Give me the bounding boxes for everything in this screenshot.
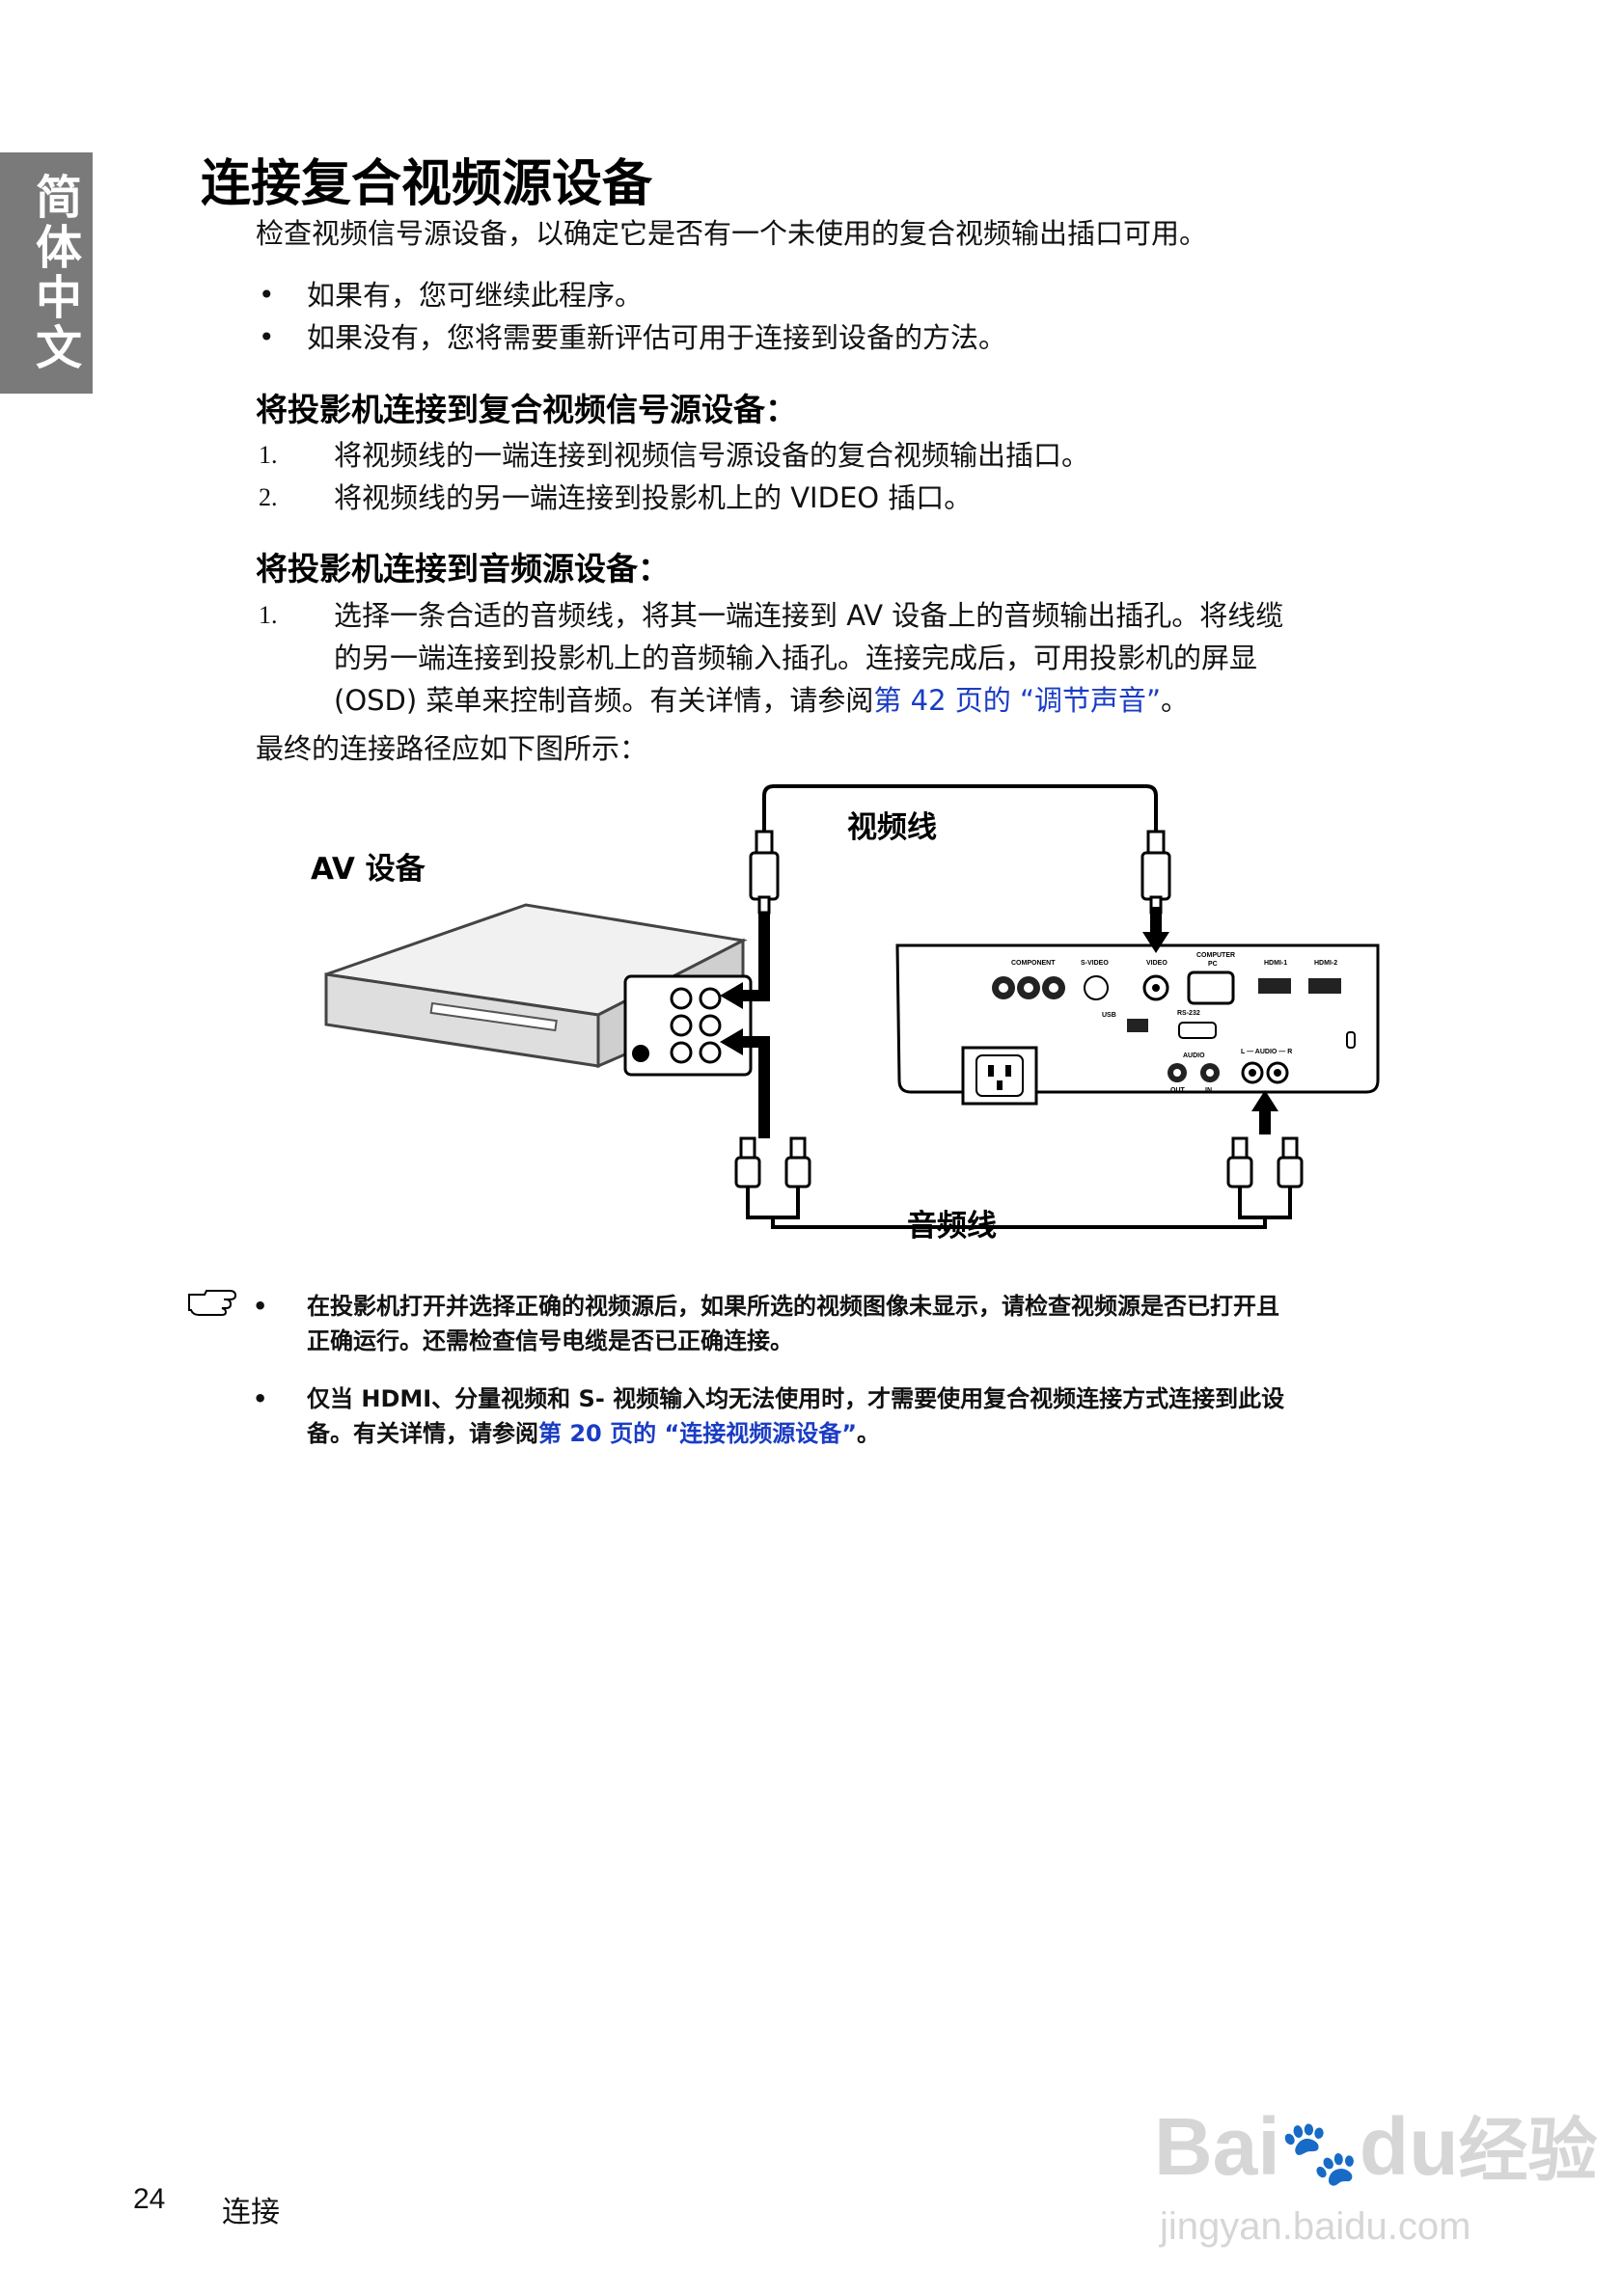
projector-rear-panel: COMPONENT S-VIDEO VIDEO COMPUTER PC HDMI… (895, 943, 1380, 1106)
step-text-post: 。 (1161, 684, 1190, 717)
page-number: 24 (133, 2183, 166, 2215)
audio-plugs-left (734, 1136, 811, 1189)
intro-text: 检查视频信号源设备，以确定它是否有一个未使用的复合视频输出插口可用。 (256, 217, 1208, 250)
section-heading-audio: 将投影机连接到音频源设备： (256, 550, 670, 588)
video-plug-left (749, 830, 780, 915)
audio-plugs-right (1226, 1136, 1304, 1189)
av-device (324, 903, 753, 1077)
step-text-pre: (OSD) 菜单来控制音频。有关详情，请参阅 (334, 684, 874, 717)
step-text-line: 的另一端连接到投影机上的音频输入插孔。连接完成后，可用投影机的屏显 (334, 642, 1258, 674)
video-plug-right (1140, 830, 1171, 915)
note-text-post: 。 (857, 1420, 881, 1447)
note-line: 仅当 HDMI、分量视频和 S- 视频输入均无法使用时，才需要使用复合视频连接方… (307, 1385, 1285, 1412)
final-path-text: 最终的连接路径应如下图所示： (256, 732, 648, 765)
footer-section: 连接 (222, 2196, 280, 2229)
audio-cable-label: 音频线 (907, 1209, 997, 1244)
language-tab: 简体中文 (0, 152, 93, 394)
av-device-label: AV 设备 (311, 852, 426, 887)
step-text-line: 选择一条合适的音频线，将其一端连接到 AV 设备上的音频输出插孔。将线缆 (334, 599, 1284, 632)
link-adjust-sound[interactable]: 第 42 页的 “调节声音” (873, 684, 1162, 717)
step-number: 1. (259, 601, 278, 629)
hand-pointer-icon (188, 1290, 237, 1316)
video-arrow-av (720, 912, 770, 1009)
audio-label: AUDIO (1183, 1052, 1205, 1059)
note-line: 在投影机打开并选择正确的视频源后，如果所选的视频图像未显示，请检查视频源是否已打… (307, 1293, 1279, 1320)
page-title: 连接复合视频源设备 (201, 155, 653, 213)
hdmi2-label: HDMI-2 (1314, 960, 1337, 967)
note-text-pre: 备。有关详情，请参阅 (307, 1420, 538, 1447)
step-text: 将视频线的一端连接到视频信号源设备的复合视频输出插口。 (334, 439, 1090, 472)
baidu-watermark-logo: Bai🐾du经验 (1154, 2101, 1598, 2192)
component-label: COMPONENT (1011, 960, 1056, 967)
audio-cable (746, 1185, 1292, 1229)
rs232-label: RS-232 (1177, 1010, 1200, 1017)
audio-arrow-projector (1251, 1090, 1278, 1134)
bullet-item: 如果有，您可继续此程序。 (307, 279, 644, 312)
step-text: 将视频线的另一端连接到投影机上的 VIDEO 插口。 (334, 481, 973, 514)
video-port-label: VIDEO (1146, 960, 1168, 967)
step-number: 1. (259, 441, 278, 469)
in-label: IN (1205, 1087, 1212, 1094)
out-label: OUT (1170, 1087, 1186, 1094)
audio-lr-label: L — AUDIO — R (1241, 1049, 1292, 1055)
section-heading-video: 将投影机连接到复合视频信号源设备： (256, 391, 797, 428)
video-cable (762, 784, 1158, 839)
svideo-label: S-VIDEO (1081, 960, 1109, 967)
step-text-line: (OSD) 菜单来控制音频。有关详情，请参阅第 42 页的 “调节声音”。 (334, 679, 1189, 722)
note-line: 备。有关详情，请参阅第 20 页的 “连接视频源设备”。 (307, 1416, 880, 1451)
note-bullet: • (253, 1385, 268, 1412)
usb-label: USB (1102, 1012, 1116, 1019)
bullet-dot: • (259, 321, 275, 353)
step-number: 2. (259, 483, 278, 511)
video-cable-label: 视频线 (847, 810, 937, 845)
hdmi1-label: HDMI-1 (1264, 960, 1287, 967)
pc-label: PC (1208, 961, 1218, 968)
audio-arrow-av (720, 1028, 770, 1138)
link-connect-video-source[interactable]: 第 20 页的 “连接视频源设备” (538, 1420, 858, 1447)
note-line: 正确运行。还需检查信号电缆是否已正确连接。 (307, 1327, 793, 1354)
computer-label: COMPUTER (1196, 952, 1235, 959)
video-arrow-projector (1142, 907, 1169, 953)
bullet-item: 如果没有，您将需要重新评估可用于连接到设备的方法。 (307, 321, 1007, 354)
bullet-dot: • (259, 279, 275, 311)
baidu-watermark-url: jingyan.baidu.com (1160, 2205, 1471, 2248)
note-bullet: • (253, 1293, 268, 1320)
